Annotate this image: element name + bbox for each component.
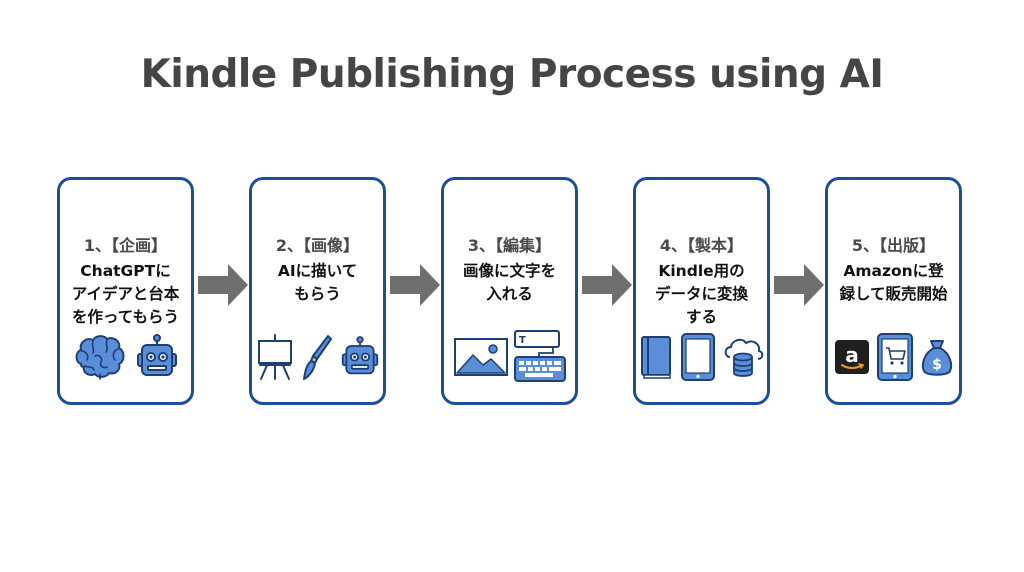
cloud-database-icon (724, 338, 763, 377)
step-4-description: Kindle用の データに変換 する (640, 260, 763, 329)
step-1-box: 1、【企画】 ChatGPTに アイデアと台本 を作ってもらう (57, 177, 194, 405)
step-3-description: 画像に文字を 入れる (448, 260, 571, 306)
step-1-description: ChatGPTに アイデアと台本 を作ってもらう (64, 260, 187, 329)
step-5-icons: a $ (828, 328, 959, 386)
step-3-heading: 3、【編集】 (467, 236, 552, 255)
shopping-cart-tablet-icon (876, 333, 913, 381)
tablet-icon (680, 333, 715, 381)
step-1-icons (60, 328, 191, 386)
step-1-line-2: アイデアと台本 (71, 285, 180, 303)
step-1-heading: 1、【企画】 (83, 236, 168, 255)
step-4-heading: 4、【製本】 (659, 236, 744, 255)
easel-icon (257, 334, 292, 380)
step-2-heading: 2、【画像】 (275, 236, 360, 255)
keyboard-text-icon: T (513, 330, 566, 382)
step-3-icons: T (444, 328, 575, 386)
step-3-box: 3、【編集】 画像に文字を 入れる T (441, 177, 578, 405)
arrow-right-icon (774, 264, 824, 306)
diagram-title: Kindle Publishing Process using AI (140, 52, 884, 97)
step-5-heading: 5、【出版】 (851, 236, 936, 255)
step-2-description: AIに描いて もらう (256, 260, 379, 306)
step-2-box: 2、【画像】 AIに描いて もらう (249, 177, 386, 405)
step-5-box: 5、【出版】 Amazonに登 録して販売開始 a $ (825, 177, 962, 405)
step-5-line-2: 録して販売開始 (839, 285, 948, 303)
image-icon (453, 338, 508, 376)
arrow-right-icon (390, 264, 440, 306)
robot-icon (341, 336, 378, 375)
step-5-line-1: Amazonに登 (843, 262, 944, 280)
step-1-line-3: を作ってもらう (72, 308, 179, 326)
step-4-line-2: データに変換 (654, 285, 748, 303)
step-4-box: 4、【製本】 Kindle用の データに変換 する (633, 177, 770, 405)
step-3-line-2: 入れる (486, 285, 533, 303)
step-5-description: Amazonに登 録して販売開始 (832, 260, 955, 306)
money-bag-icon: $ (921, 340, 952, 376)
amazon-logo-icon: a (834, 340, 869, 374)
step-3-line-1: 画像に文字を (462, 262, 556, 280)
svg-text:a: a (845, 343, 859, 367)
robot-icon (136, 334, 177, 376)
step-2-line-2: もらう (294, 285, 341, 303)
step-1-line-1: ChatGPTに (80, 262, 171, 280)
step-2-line-1: AIに描いて (277, 262, 358, 280)
book-icon (640, 336, 671, 379)
arrow-right-icon (582, 264, 632, 306)
step-4-line-1: Kindle用の (658, 262, 745, 280)
step-2-icons (252, 328, 383, 386)
arrow-right-icon (198, 264, 248, 306)
svg-text:$: $ (932, 357, 942, 373)
svg-text:T: T (519, 335, 526, 346)
brain-icon (75, 335, 124, 380)
paintbrush-icon (302, 335, 332, 380)
step-4-icons (636, 328, 767, 386)
step-4-line-3: する (685, 308, 717, 326)
